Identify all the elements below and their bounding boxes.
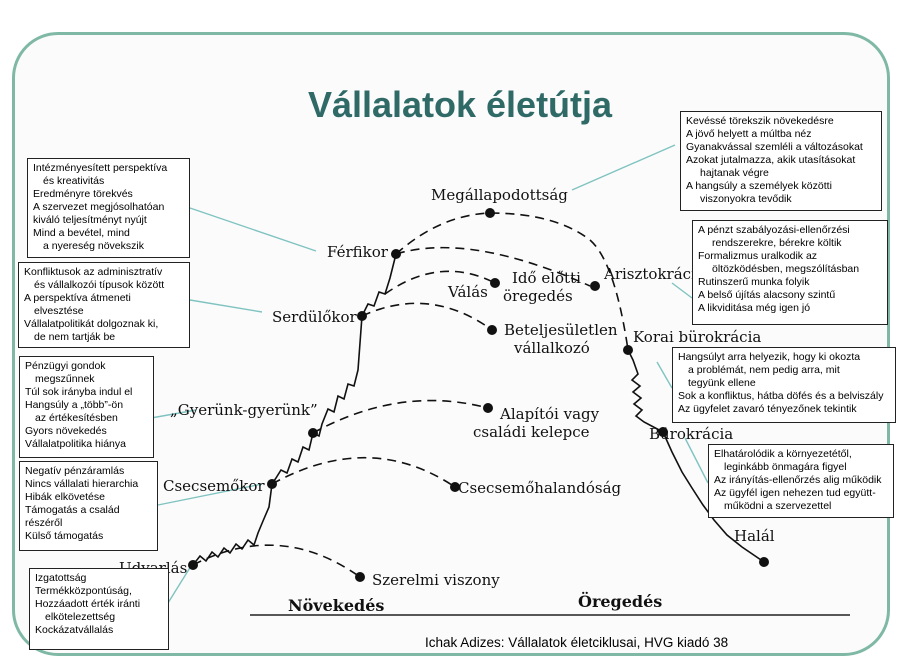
box-korai-burokracia: Hangsúlyt arra helyezik, hogy ki okozta … [672,347,896,423]
dot-udvarlas [188,560,198,570]
stage-arisztokracia: Arisztokrácia [604,265,705,283]
trap-alapitoi-2: családi kelepce [473,423,590,441]
box-megallapodottsag: Kevéssé törekszik növekedésre A jövő hel… [680,111,882,211]
trap-arcs [192,246,591,578]
stage-gyerunk: „Gyerünk-gyerünk” [170,401,318,419]
stage-csecsemokor: Csecsemőkor [163,477,265,495]
source-credit: Ichak Adizes: Vállalatok életciklusai, H… [425,635,729,650]
dot-beteljesuletlen [487,325,497,335]
trap-csecsemohalandosag: Csecsemőhalandóság [458,479,622,497]
box-arisztokracia: A pénzt szabályozási-ellenőrzési rendsze… [692,220,888,325]
stage-dots [188,208,769,582]
dot-csecsemokor [267,479,277,489]
trap-beteljesuletlen-2: vállalkozó [514,339,590,357]
dot-szerelmi-viszony [355,572,365,582]
pointer-lines [139,144,709,604]
lifecycle-curve-growth [192,253,397,566]
stage-ferfikor: Férfikor [327,243,388,261]
axis-novekedes: Növekedés [288,596,385,615]
dot-megallapodottsag [485,208,495,218]
stage-megallapodottsag: Megállapodottság [431,186,568,204]
dot-halal [759,557,769,567]
dot-burokracia [658,427,668,437]
box-udvarlas: Izgatottság Termékközpontúság, Hozzáadot… [29,568,169,650]
dot-csecsemohalandosag [450,482,460,492]
dot-korai-burokracia [623,345,633,355]
trap-szerelmi-viszony: Szerelmi viszony [372,571,500,589]
stage-serdulokor: Serdülőkor [272,308,357,326]
trap-valas: Válás [448,283,488,301]
dot-gyerunk [308,428,318,438]
box-ferfikor: Intézményesített perspektíva és kreativi… [27,158,190,258]
trap-beteljesuletlen-1: Beteljesületlen [504,321,618,339]
stage-halal: Halál [734,527,775,545]
trap-ido-elotti-2: öregedés [503,287,573,305]
box-gyerunk: Pénzügyi gondok megszűnnek Túl sok irány… [19,356,154,458]
dot-alapitoi [483,403,493,413]
trap-alapitoi-1: Alapítói vagy [500,405,600,423]
trap-ido-elotti-1: Idő előtti [512,269,581,287]
stage-korai-burokracia: Korai bürokrácia [633,328,762,346]
dot-ido-elotti [490,278,500,288]
dot-serdulokor [357,311,367,321]
box-burokracia: Elhatárolódik a környezetétől, leginkább… [708,444,894,518]
axis-oregedes: Öregedés [578,592,663,611]
box-csecsemokor: Negatív pénzáramlás Nincs vállalati hier… [19,461,158,551]
dot-ferfikor [391,249,401,259]
slide-title: Vállalatok életútja [307,84,613,125]
dot-arisztokracia [590,281,600,291]
box-serdulokor: Konfliktusok az adminisztratív és vállal… [18,262,190,348]
stage-burokracia: Bürokrácia [649,425,734,443]
